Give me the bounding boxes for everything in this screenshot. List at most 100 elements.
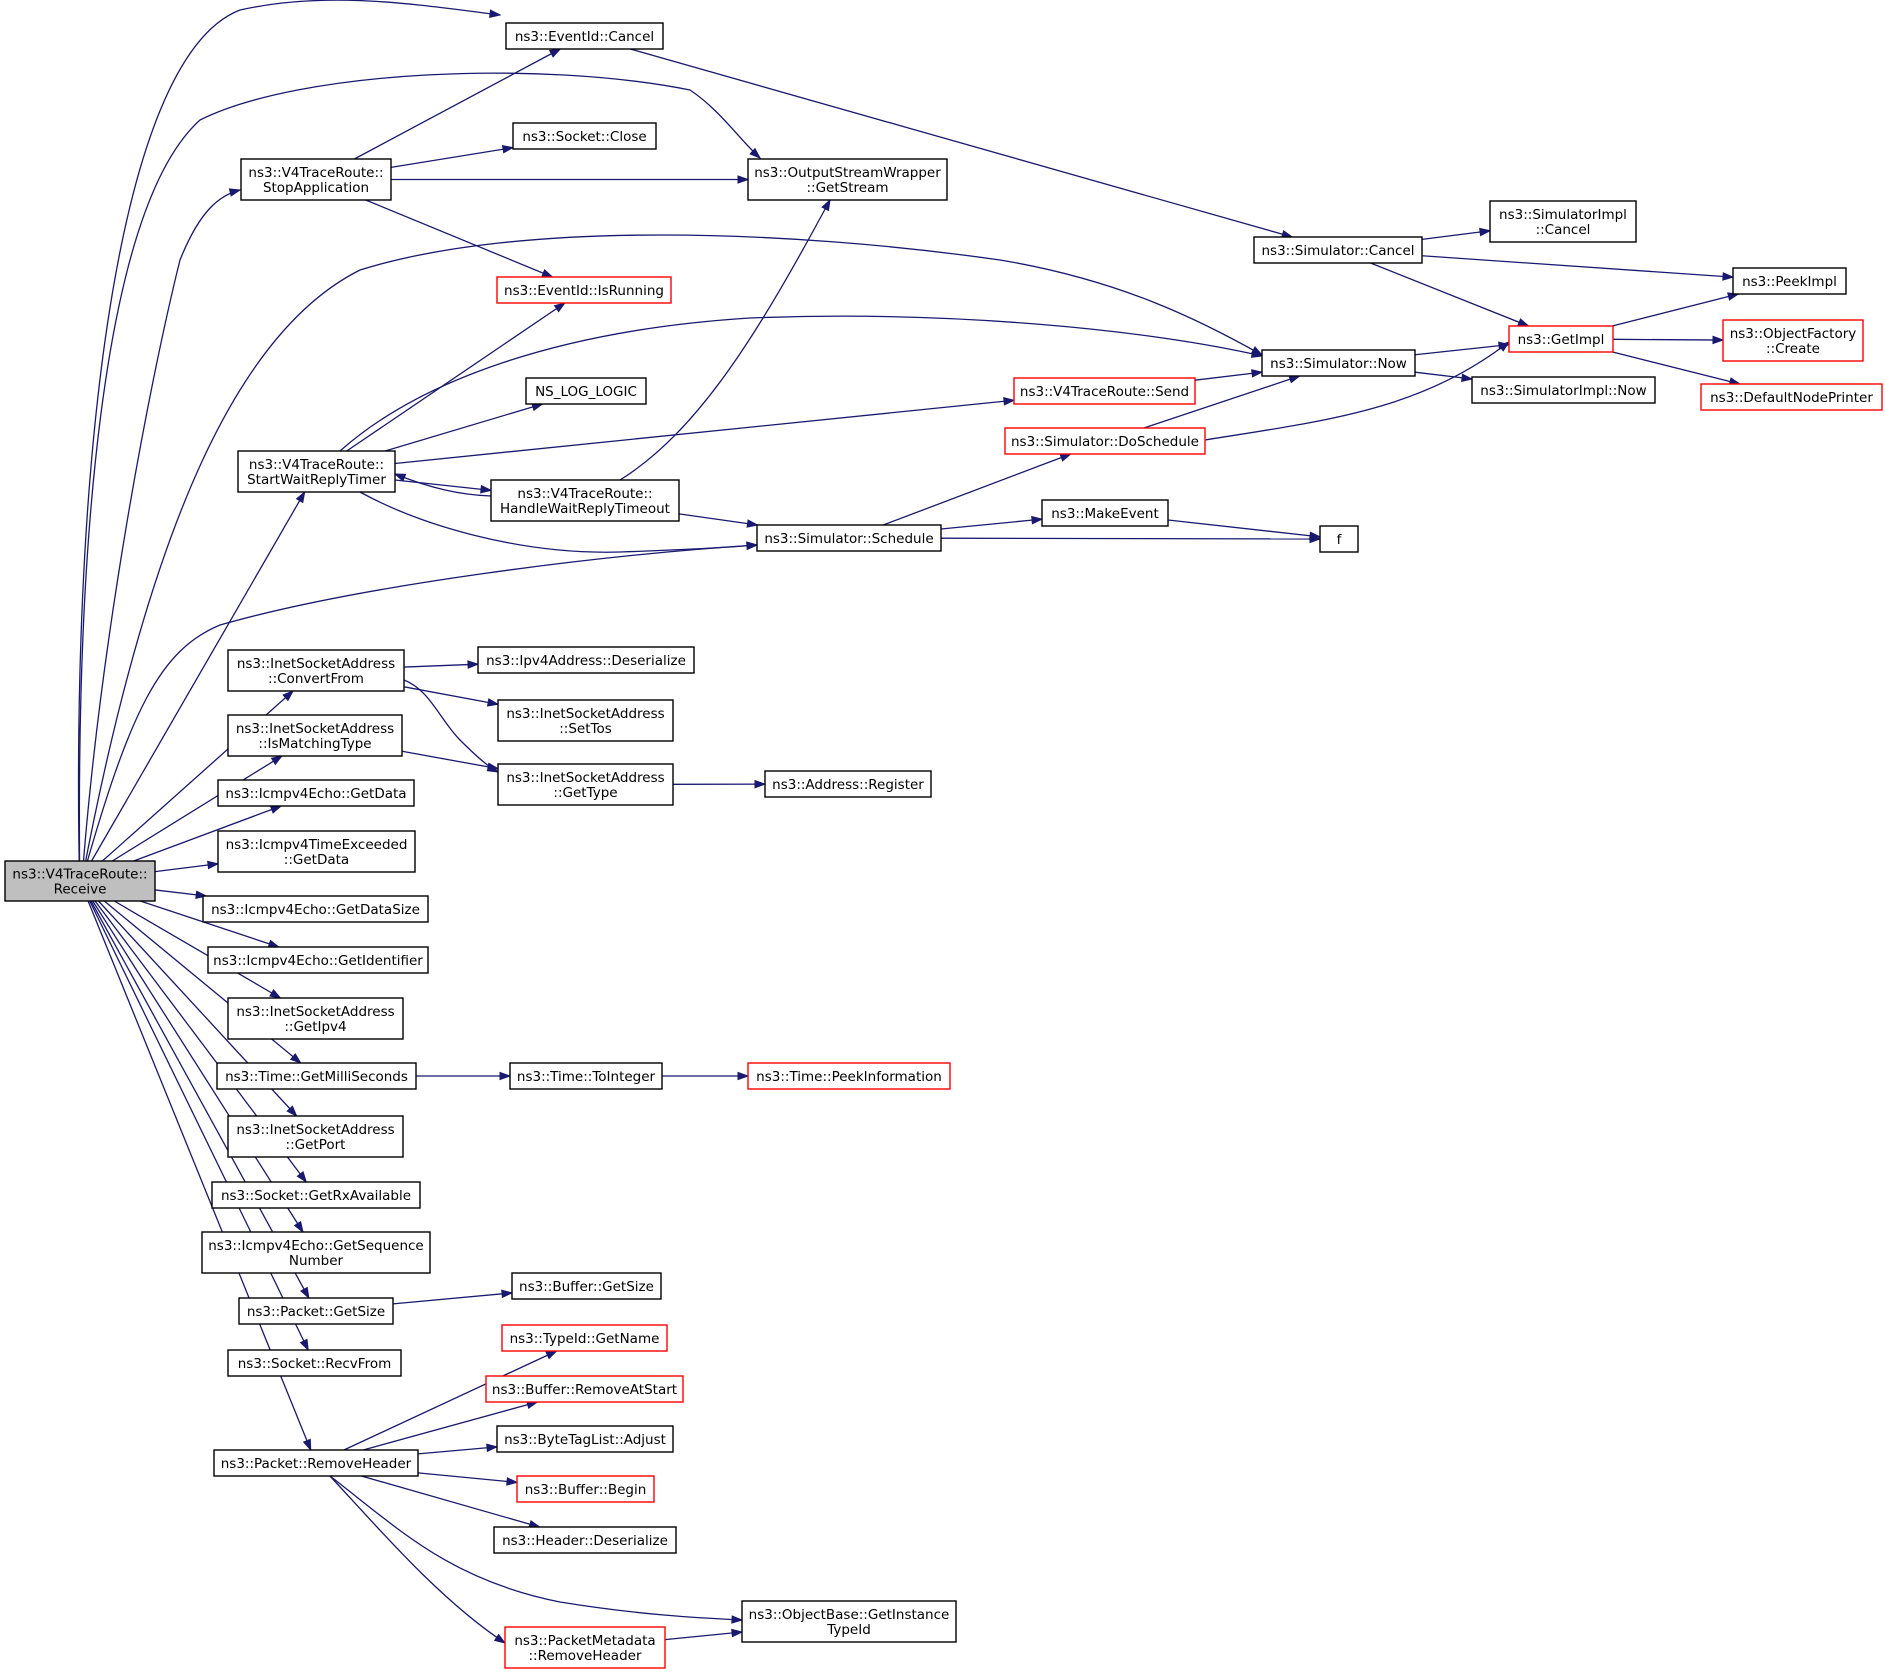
node-label: Receive xyxy=(54,882,107,898)
node-convertfrom[interactable]: ns3::InetSocketAddress::ConvertFrom xyxy=(227,649,405,692)
node-pm_removeheader[interactable]: ns3::PacketMetadata::RemoveHeader xyxy=(504,1626,666,1669)
node-echo_getdatasize[interactable]: ns3::Icmpv4Echo::GetDataSize xyxy=(202,895,429,923)
node-defaultnodeprinter[interactable]: ns3::DefaultNodePrinter xyxy=(1700,383,1883,411)
node-simimpl_now[interactable]: ns3::SimulatorImpl::Now xyxy=(1471,376,1656,404)
node-label: ns3::Time::GetMilliSeconds xyxy=(225,1069,408,1085)
node-getipv4[interactable]: ns3::InetSocketAddress::GetIpv4 xyxy=(227,997,404,1040)
node-label: ::ConvertFrom xyxy=(268,671,364,687)
node-box xyxy=(1700,383,1883,411)
node-peekimpl[interactable]: ns3::PeekImpl xyxy=(1732,267,1847,295)
node-removeheader[interactable]: ns3::Packet::RemoveHeader xyxy=(213,1449,419,1477)
node-bytetaglist_adjust[interactable]: ns3::ByteTagList::Adjust xyxy=(496,1425,674,1453)
node-box xyxy=(1004,427,1206,455)
arrowhead-receive-to-eventid_cancel xyxy=(489,9,502,18)
node-buffer_removeatstart[interactable]: ns3::Buffer::RemoveAtStart xyxy=(485,1375,684,1403)
node-objfactory_create[interactable]: ns3::ObjectFactory::Create xyxy=(1722,319,1864,362)
edge-receive-to-echo_getsequence xyxy=(92,900,304,1233)
node-label: ns3::ObjectBase::GetInstance xyxy=(749,1607,950,1623)
node-ismatchingtype[interactable]: ns3::InetSocketAddress::IsMatchingType xyxy=(227,714,403,757)
node-simimpl_cancel[interactable]: ns3::SimulatorImpl::Cancel xyxy=(1489,200,1637,243)
node-echo_getdata[interactable]: ns3::Icmpv4Echo::GetData xyxy=(217,779,415,807)
arrowhead-receive-to-recvfrom xyxy=(299,1338,309,1352)
node-label: ns3::InetSocketAddress xyxy=(506,706,664,722)
arrowhead-receive-to-convertfrom xyxy=(282,690,295,702)
node-stop_app[interactable]: ns3::V4TraceRoute::StopApplication xyxy=(240,158,392,201)
node-label: ns3::MakeEvent xyxy=(1051,506,1159,522)
node-label: ns3::Time::ToInteger xyxy=(517,1069,656,1085)
node-peekinformation[interactable]: ns3::Time::PeekInformation xyxy=(747,1062,951,1090)
node-getstream[interactable]: ns3::OutputStreamWrapper::GetStream xyxy=(747,158,948,201)
node-handle_wait[interactable]: ns3::V4TraceRoute::HandleWaitReplyTimeou… xyxy=(490,479,680,522)
node-getrxavailable[interactable]: ns3::Socket::GetRxAvailable xyxy=(211,1181,421,1209)
node-packet_getsize[interactable]: ns3::Packet::GetSize xyxy=(238,1297,394,1325)
node-start_wait[interactable]: ns3::V4TraceRoute::StartWaitReplyTimer xyxy=(237,450,396,493)
node-f[interactable]: f xyxy=(1319,525,1359,553)
node-makeevent[interactable]: ns3::MakeEvent xyxy=(1041,499,1169,527)
node-sim_now[interactable]: ns3::Simulator::Now xyxy=(1261,349,1416,377)
arrowhead-receive-to-echo_getsequence xyxy=(293,1220,304,1234)
arrowhead-handle_wait-to-getstream xyxy=(821,198,831,212)
node-getimpl[interactable]: ns3::GetImpl xyxy=(1508,325,1614,353)
arrowhead-packet_getsize-to-buffer_getsize xyxy=(501,1289,514,1299)
node-label: ::GetType xyxy=(553,785,617,801)
node-label: ns3::Packet::RemoveHeader xyxy=(221,1456,412,1472)
arrowhead-receive-to-getstream xyxy=(749,147,762,159)
node-ns_log_logic[interactable]: NS_LOG_LOGIC xyxy=(525,377,647,405)
node-gettype[interactable]: ns3::InetSocketAddress::GetType xyxy=(497,763,674,806)
edge-stop_app-to-isrunning xyxy=(365,199,553,278)
node-timeexceeded_getdata[interactable]: ns3::Icmpv4TimeExceeded::GetData xyxy=(217,830,416,873)
node-isrunning[interactable]: ns3::EventId::IsRunning xyxy=(496,276,672,304)
call-nodes: ns3::V4TraceRoute::Receive ns3::EventId::… xyxy=(4,22,1883,1669)
node-box xyxy=(493,1526,677,1554)
edge-sim_cancel-to-getimpl xyxy=(1370,262,1529,327)
node-box xyxy=(1722,319,1864,362)
node-header_deserialize[interactable]: ns3::Header::Deserialize xyxy=(493,1526,677,1554)
node-box xyxy=(1319,525,1359,553)
node-label: ::SetTos xyxy=(559,721,612,737)
node-box xyxy=(490,479,680,522)
node-getport[interactable]: ns3::InetSocketAddress::GetPort xyxy=(227,1115,404,1158)
node-box xyxy=(227,649,405,692)
node-label: ns3::DefaultNodePrinter xyxy=(1710,390,1873,406)
arrowhead-removeheader-to-pm_removeheader xyxy=(493,1633,507,1644)
node-label: ns3::Simulator::Now xyxy=(1270,356,1407,372)
node-sim_schedule[interactable]: ns3::Simulator::Schedule xyxy=(756,524,942,552)
node-addr_register[interactable]: ns3::Address::Register xyxy=(764,770,932,798)
arrowhead-convertfrom-to-ipv4_deserialize xyxy=(467,660,480,669)
edge-receive-to-recvfrom xyxy=(89,900,309,1351)
node-box xyxy=(497,699,674,742)
node-label: ns3::InetSocketAddress xyxy=(236,1004,394,1020)
node-socket_close[interactable]: ns3::Socket::Close xyxy=(512,122,657,150)
edge-handle_wait-to-sim_schedule xyxy=(678,513,758,526)
node-buffer_begin[interactable]: ns3::Buffer::Begin xyxy=(516,1475,655,1503)
node-label: ns3::V4TraceRoute::Send xyxy=(1020,384,1189,400)
arrowhead-ismatchingtype-to-gettype xyxy=(486,762,500,772)
node-label: ns3::Icmpv4Echo::GetIdentifier xyxy=(213,953,423,969)
arrowhead-sim_schedule-to-sim_doschedule xyxy=(1059,453,1073,462)
node-tointeger[interactable]: ns3::Time::ToInteger xyxy=(509,1062,663,1090)
node-sim_doschedule[interactable]: ns3::Simulator::DoSchedule xyxy=(1004,427,1206,455)
edge-getimpl-to-defaultnodeprinter xyxy=(1612,351,1740,385)
node-recvfrom[interactable]: ns3::Socket::RecvFrom xyxy=(227,1349,402,1377)
edge-tr_send-to-sim_now xyxy=(1194,371,1263,381)
node-typeid_getname[interactable]: ns3::TypeId::GetName xyxy=(501,1324,668,1352)
node-buffer_getsize[interactable]: ns3::Buffer::GetSize xyxy=(511,1272,662,1300)
node-echo_getidentifier[interactable]: ns3::Icmpv4Echo::GetIdentifier xyxy=(207,946,429,974)
node-box xyxy=(747,1062,951,1090)
arrowhead-sim_doschedule-to-sim_now xyxy=(1288,375,1301,384)
edge-sim_schedule-to-f xyxy=(940,537,1321,540)
node-label: ns3::InetSocketAddress xyxy=(506,770,664,786)
arrowhead-sim_now-to-simimpl_now xyxy=(1461,373,1474,383)
node-sim_cancel[interactable]: ns3::Simulator::Cancel xyxy=(1253,236,1423,264)
node-ipv4_deserialize[interactable]: ns3::Ipv4Address::Deserialize xyxy=(477,646,695,674)
node-label: ::Cancel xyxy=(1536,222,1591,238)
node-settos[interactable]: ns3::InetSocketAddress::SetTos xyxy=(497,699,674,742)
node-tr_send[interactable]: ns3::V4TraceRoute::Send xyxy=(1013,377,1196,405)
node-eventid_cancel[interactable]: ns3::EventId::Cancel xyxy=(505,22,664,50)
node-receive[interactable]: ns3::V4TraceRoute::Receive xyxy=(4,860,156,902)
node-getmilliseconds[interactable]: ns3::Time::GetMilliSeconds xyxy=(216,1062,417,1090)
node-box xyxy=(227,714,403,757)
node-box xyxy=(1041,499,1169,527)
